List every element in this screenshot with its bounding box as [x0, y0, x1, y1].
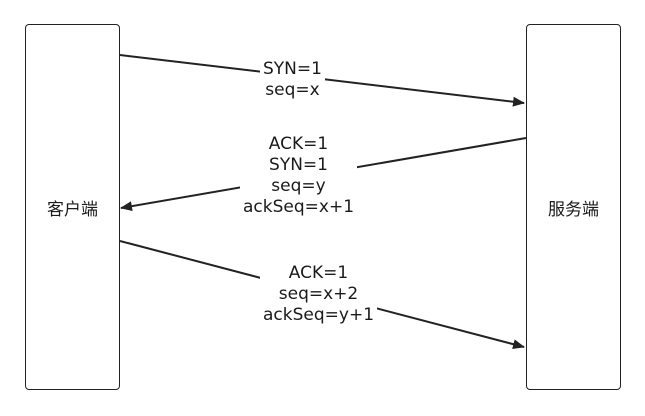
message-label-syn: SYN=1 seq=x: [260, 59, 325, 101]
message-line: seq=x: [265, 80, 320, 100]
message-line: SYN=1: [263, 59, 322, 79]
message-label-ack: ACK=1 seq=x+2 ackSeq=y+1: [260, 263, 378, 326]
server-label: 服务端: [548, 199, 599, 220]
message-line: ACK=1: [268, 134, 329, 154]
server-box: 服务端: [526, 24, 621, 390]
client-label: 客户端: [47, 199, 98, 220]
message-line: seq=x+2: [278, 284, 359, 304]
message-line: seq=y: [271, 176, 326, 196]
message-line: ACK=1: [288, 263, 349, 283]
message-label-syn-ack: ACK=1 SYN=1 seq=y ackSeq=x+1: [240, 134, 358, 218]
message-line: SYN=1: [269, 155, 328, 175]
message-line: ackSeq=y+1: [263, 305, 375, 325]
client-box: 客户端: [25, 24, 120, 390]
message-line: ackSeq=x+1: [243, 197, 355, 217]
